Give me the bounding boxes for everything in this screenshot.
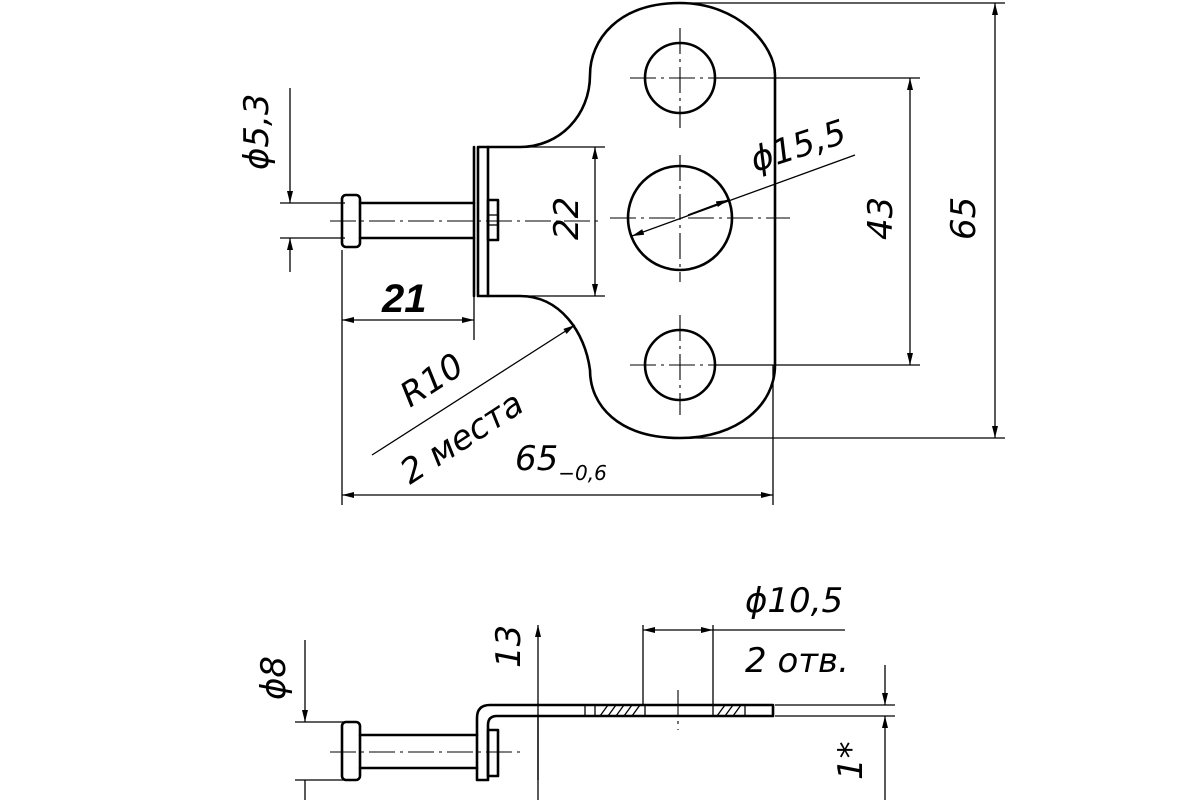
dim-total-height: 65 (690, 2, 1005, 439)
dim-hole-diameter-label: ϕ15,5 (745, 112, 851, 180)
dim-thickness: 1* (775, 665, 895, 800)
dim-pin-length-label: 21 (381, 277, 427, 321)
dim-thickness-label: 1* (831, 741, 871, 780)
dim-bracket-height-label: 22 (547, 197, 587, 240)
dim-hole-spacing: 43 (715, 77, 920, 366)
dim-total-width-tolerance: −0,6 (558, 461, 607, 485)
hatch-section (584, 704, 746, 717)
dim-radius-label: R10 (393, 346, 471, 416)
svg-text:65−0,6: 65−0,6 (515, 439, 607, 485)
side-pin (330, 720, 520, 782)
dim-bracket-height: 22 (488, 146, 605, 297)
dim-head-diameter: ϕ8 (254, 640, 345, 800)
side-plate-profile (475, 703, 775, 782)
top-view: ϕ5,3 22 ϕ15,5 43 65 (237, 1, 1005, 505)
dim-offset: 13 (489, 625, 541, 800)
dim-total-width: 65−0,6 (342, 365, 774, 505)
dim-pin-diameter: ϕ5,3 (237, 88, 345, 272)
dim-head-diameter-label: ϕ8 (254, 656, 294, 700)
dim-total-width-label: 65 (515, 439, 558, 479)
pin (330, 193, 600, 249)
dim-hole-diameter: ϕ15,5 (631, 112, 856, 237)
dim-hole-spacing-label: 43 (861, 197, 901, 240)
dim-small-hole-note: 2 отв. (745, 641, 849, 681)
dim-small-hole: ϕ10,5 2 отв. (642, 581, 849, 705)
side-view: ϕ8 13 ϕ10,5 2 отв. 1* (254, 581, 895, 800)
dim-total-height-label: 65 (944, 197, 984, 240)
dim-pin-length: 21 (341, 250, 475, 505)
dim-pin-diameter-label: ϕ5,3 (237, 94, 277, 171)
dim-offset-label: 13 (489, 625, 529, 668)
plate-outline (476, 1, 777, 440)
dim-small-hole-label: ϕ10,5 (745, 581, 843, 621)
